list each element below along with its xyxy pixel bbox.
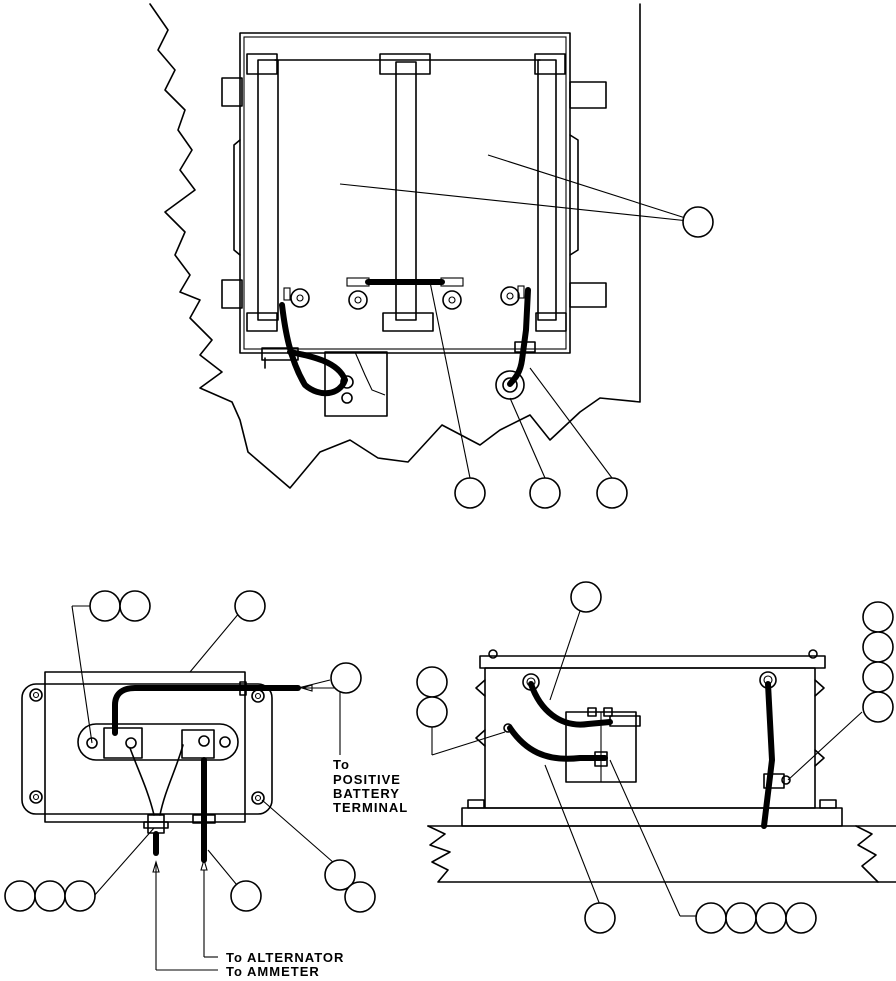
battery-terminal [500, 285, 525, 306]
callout-bubble [119, 590, 151, 622]
callout-bubble [64, 880, 96, 912]
callout-bubble [695, 902, 727, 934]
callout-bubble [570, 581, 602, 613]
callout-bubble [454, 477, 486, 509]
ammeter-label: To AMMETER [226, 964, 320, 979]
battery-cable [761, 681, 775, 829]
callout-bubble [330, 662, 362, 694]
battery-box [239, 32, 571, 354]
callout-bubble [34, 880, 66, 912]
battery-box-side-view [416, 581, 896, 934]
negative-cable [279, 302, 348, 397]
callout-bubble [862, 631, 894, 663]
battery-terminal [440, 277, 464, 310]
callout-bubble [416, 696, 448, 728]
callout-bubble [230, 880, 262, 912]
callout-bubble [344, 881, 376, 913]
battery-terminal [283, 287, 310, 308]
callout-bubble [755, 902, 787, 934]
callout-bubble [416, 666, 448, 698]
battery-cable [112, 685, 301, 736]
junction-box-flange [21, 683, 273, 815]
terminal-plate [77, 723, 239, 761]
ground-cable [507, 725, 608, 762]
callout-bubble [529, 477, 561, 509]
alternator-label: To ALTERNATOR [226, 950, 344, 965]
cable-bracket [324, 351, 388, 417]
battery-box-top-view [149, 3, 714, 509]
callout-bubble [862, 661, 894, 693]
callout-bubble [682, 206, 714, 238]
junction-box [44, 671, 246, 823]
callout-bubble [4, 880, 36, 912]
callout-bubble [785, 902, 817, 934]
callout-bubble [862, 601, 894, 633]
break-line-base [427, 825, 896, 883]
callout-bubble [596, 477, 628, 509]
callout-bubble [324, 859, 356, 891]
callout-bubble [862, 691, 894, 723]
callout-bubble [725, 902, 757, 934]
positive-terminal-label: To POSITIVE BATTERY TERMINAL [333, 757, 408, 815]
break-line-panel [149, 3, 641, 489]
callout-bubble [89, 590, 121, 622]
hold-down-frame [257, 59, 279, 321]
callout-bubble [584, 902, 616, 934]
junction-box-view: To POSITIVE BATTERY TERMINAL To ALTERNAT… [4, 590, 408, 979]
battery-cable [528, 681, 613, 728]
callout-bubble [234, 590, 266, 622]
